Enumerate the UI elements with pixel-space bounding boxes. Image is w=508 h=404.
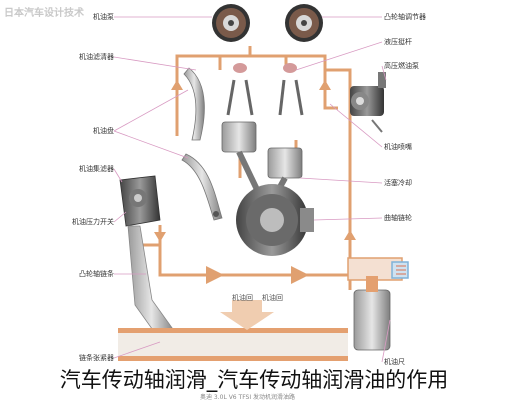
crankshaft-icon xyxy=(236,184,314,256)
diagram-footnote: 奥迪 3.0L V6 TFSI 发动机润滑油路 xyxy=(200,394,296,401)
label-left-0: 机油泵 xyxy=(93,13,114,21)
oil-cooler-icon xyxy=(347,257,409,281)
page-caption: 汽车传动轴润滑_汽车传动轴润滑油的作用 xyxy=(59,368,449,392)
leader-lines xyxy=(113,16,391,363)
drain-arrow-icon xyxy=(220,300,274,330)
label-left-1: 机油滤清器 xyxy=(79,53,114,61)
flow-arrow-icon xyxy=(154,80,356,242)
label-right-2: 液压挺杆 xyxy=(384,38,412,46)
pan-label-1: 机油回 xyxy=(262,294,283,302)
oil-pump-icon xyxy=(119,175,161,227)
camshaft-sprocket-icon xyxy=(285,4,323,42)
label-left-2: 机油盘 xyxy=(93,127,114,135)
label-right-7: 机油尺 xyxy=(384,358,405,366)
label-right-5: 活塞冷却 xyxy=(384,179,412,187)
label-right-4: 机油喷嘴 xyxy=(384,143,412,151)
label-right-3: 高压燃油泵 xyxy=(384,62,419,70)
oil-filter-icon xyxy=(353,276,391,351)
label-right-0: 凸轮轴调节器 xyxy=(384,13,426,21)
pan-label-0: 机油回 xyxy=(232,294,253,302)
chain-tensioner-icon xyxy=(181,67,223,221)
camshaft-sprocket-icon xyxy=(212,4,250,42)
label-left-4: 机油压力开关 xyxy=(72,218,114,226)
label-left-3: 机油集滤器 xyxy=(79,165,114,173)
label-left-5: 凸轮轴链条 xyxy=(79,270,114,278)
oil-pickup-tube xyxy=(127,225,176,341)
oil-pan xyxy=(118,328,348,361)
label-left-6: 链条张紧器 xyxy=(79,354,114,362)
valvetrain xyxy=(226,63,304,116)
fuel-pump-icon xyxy=(350,72,386,133)
label-right-6: 曲轴链轮 xyxy=(384,214,412,222)
watermark: 日本汽车设计技术 xyxy=(4,8,84,19)
oil-lines xyxy=(135,46,372,290)
